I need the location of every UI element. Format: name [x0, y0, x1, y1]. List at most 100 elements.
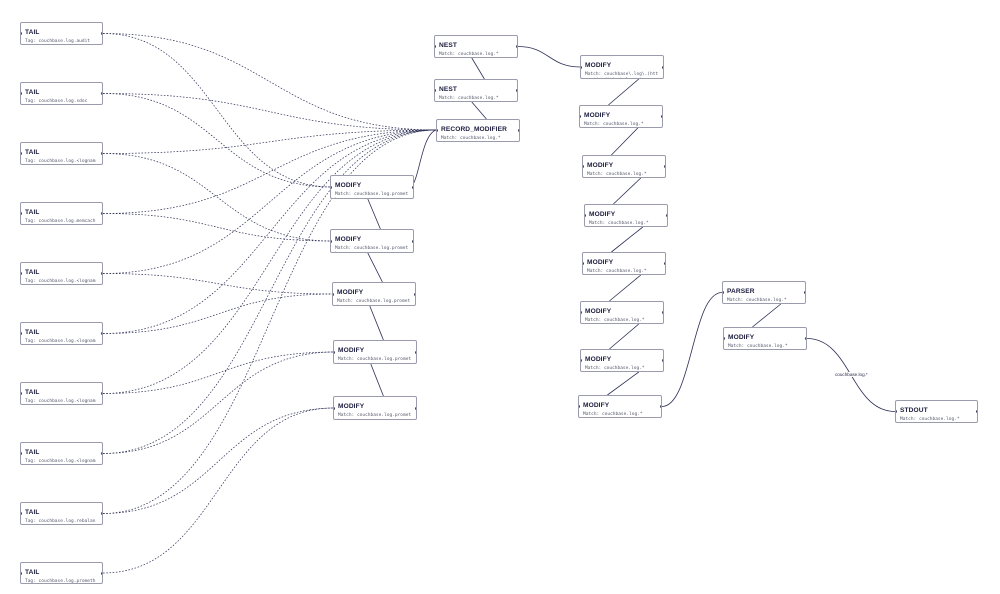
output-port-handle[interactable]	[662, 65, 663, 69]
flow-edge[interactable]	[611, 226, 644, 253]
tail-edge[interactable]	[102, 129, 438, 214]
input-port-handle[interactable]	[21, 92, 22, 95]
output-port-handle[interactable]	[660, 405, 661, 408]
input-port-handle[interactable]	[581, 65, 582, 69]
output-port-handle[interactable]	[101, 452, 102, 455]
output-port-handle[interactable]	[415, 350, 416, 354]
output-port-handle[interactable]	[666, 214, 667, 217]
output-port-handle[interactable]	[101, 332, 102, 335]
output-port-handle[interactable]	[661, 115, 662, 118]
input-port-handle[interactable]	[21, 571, 22, 575]
output-port-handle[interactable]	[415, 406, 416, 410]
input-port-handle[interactable]	[21, 272, 22, 275]
input-port-handle[interactable]	[437, 129, 438, 132]
output-port-handle[interactable]	[662, 359, 663, 362]
tail-edge[interactable]	[102, 93, 438, 131]
input-port-handle[interactable]	[581, 311, 582, 314]
input-port-handle[interactable]	[585, 214, 586, 217]
input-port-handle[interactable]	[583, 262, 584, 265]
input-port-handle[interactable]	[333, 292, 334, 296]
input-port-handle[interactable]	[583, 165, 584, 168]
input-port-handle[interactable]	[579, 405, 580, 408]
flow-edge[interactable]	[471, 101, 487, 120]
output-port-handle[interactable]	[664, 165, 665, 168]
input-port-handle[interactable]	[580, 115, 581, 118]
input-port-handle[interactable]	[21, 452, 22, 455]
output-port-handle[interactable]	[664, 262, 665, 265]
output-port-handle[interactable]	[516, 45, 517, 48]
tail-edge[interactable]	[102, 93, 333, 188]
input-port-handle[interactable]	[21, 392, 22, 395]
flow-edge[interactable]	[369, 305, 384, 341]
input-port-handle[interactable]	[723, 291, 724, 294]
tail-edge[interactable]	[102, 407, 336, 514]
tail-edge[interactable]	[102, 129, 438, 154]
output-port-handle[interactable]	[412, 239, 413, 243]
flow-edge[interactable]	[607, 371, 640, 396]
output-port-handle[interactable]	[101, 392, 102, 395]
flow-edge[interactable]	[370, 363, 384, 397]
flow-edge[interactable]	[411, 129, 437, 187]
tail-edge[interactable]	[102, 213, 333, 242]
flow-edge[interactable]	[608, 78, 640, 106]
input-port-handle[interactable]	[334, 406, 335, 410]
output-port-handle[interactable]	[804, 291, 805, 294]
flow-edge[interactable]	[609, 274, 642, 302]
flow-edge[interactable]	[367, 252, 383, 283]
input-port-handle[interactable]	[21, 152, 22, 155]
input-port-handle[interactable]	[435, 45, 436, 48]
flow-edge[interactable]	[609, 323, 640, 350]
tail-edge[interactable]	[102, 273, 335, 295]
tail-edge[interactable]	[102, 351, 336, 454]
tail-edge[interactable]	[102, 351, 336, 394]
tail-edge[interactable]	[102, 293, 335, 334]
output-port-handle[interactable]	[414, 292, 415, 296]
output-port-handle[interactable]	[662, 311, 663, 314]
flow-edge[interactable]	[613, 177, 642, 205]
tail-edge[interactable]	[102, 407, 334, 574]
input-port-handle[interactable]	[21, 32, 22, 35]
input-port-handle[interactable]	[331, 239, 332, 243]
input-port-handle[interactable]	[334, 350, 335, 354]
tail-edge[interactable]	[102, 33, 333, 188]
output-port-handle[interactable]	[101, 32, 102, 35]
flow-edge[interactable]	[517, 46, 581, 68]
output-port-handle[interactable]	[101, 512, 102, 515]
flow-edge[interactable]	[471, 57, 485, 80]
output-port-handle[interactable]	[101, 272, 102, 275]
input-port-handle[interactable]	[896, 410, 897, 413]
output-port-handle[interactable]	[518, 129, 519, 132]
output-port-handle[interactable]	[516, 89, 517, 92]
output-port-handle[interactable]	[805, 337, 806, 340]
flow-edge[interactable]	[611, 127, 639, 156]
output-port-handle[interactable]	[412, 185, 413, 189]
input-port-handle[interactable]	[331, 185, 332, 189]
tail-edge[interactable]	[102, 153, 333, 242]
output-port-handle[interactable]	[101, 92, 102, 95]
output-port-handle[interactable]	[101, 212, 102, 215]
input-port-handle[interactable]	[21, 512, 22, 515]
flow-edge[interactable]	[367, 198, 381, 230]
input-port-handle[interactable]	[724, 337, 725, 340]
